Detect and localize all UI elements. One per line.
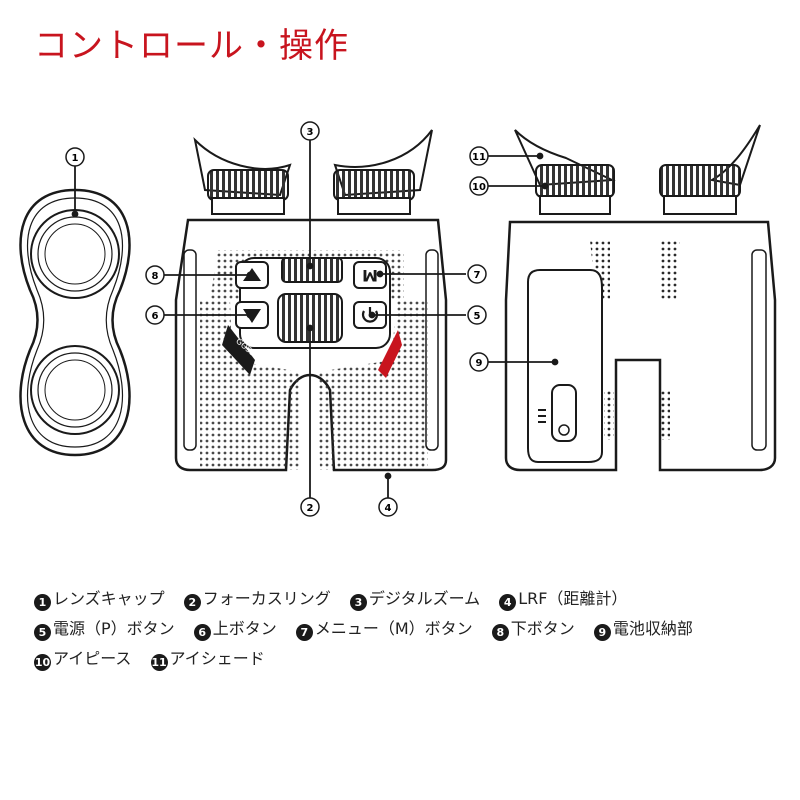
svg-text:8: 8 bbox=[152, 271, 159, 282]
svg-text:6: 6 bbox=[152, 311, 159, 322]
svg-text:9: 9 bbox=[476, 358, 483, 369]
svg-text:7: 7 bbox=[474, 270, 481, 281]
lens-cap-illustration bbox=[19, 188, 131, 457]
svg-text:10: 10 bbox=[472, 182, 486, 193]
legend-label: LRF（距離計） bbox=[518, 589, 628, 608]
callout-marker-11: 11 bbox=[469, 146, 489, 166]
callout-marker-1: 1 bbox=[65, 147, 85, 167]
legend-number: 10 bbox=[34, 654, 51, 671]
legend-number: 8 bbox=[491, 624, 509, 641]
svg-text:11: 11 bbox=[472, 152, 486, 163]
legend-number: 7 bbox=[295, 624, 313, 641]
legend-number: 11 bbox=[150, 654, 168, 671]
svg-text:5: 5 bbox=[474, 311, 481, 322]
legend-label: アイピース bbox=[53, 649, 132, 668]
legend-label: 電池収納部 bbox=[612, 619, 693, 638]
legend-label: アイシェード bbox=[169, 649, 265, 668]
legend-label: メニュー（M）ボタン bbox=[314, 619, 473, 638]
callout-marker-10: 10 bbox=[469, 176, 489, 196]
legend-label: 電源（P）ボタン bbox=[53, 619, 175, 638]
svg-text:3: 3 bbox=[307, 127, 314, 138]
legend-number: 6 bbox=[193, 624, 211, 641]
controls-diagram: M GOSS bbox=[19, 121, 777, 517]
callout-marker-6: 6 bbox=[145, 305, 165, 325]
svg-text:4: 4 bbox=[385, 503, 392, 514]
mode-button-label: M bbox=[362, 266, 378, 285]
svg-text:2: 2 bbox=[307, 503, 314, 514]
callout-marker-4: 4 bbox=[378, 497, 398, 517]
legend-number: 5 bbox=[34, 624, 51, 641]
legend-number: 2 bbox=[183, 594, 201, 611]
legend-label: フォーカスリング bbox=[202, 589, 331, 608]
callout-marker-3: 3 bbox=[300, 121, 320, 141]
callout-marker-9: 9 bbox=[469, 352, 489, 372]
callout-leaders bbox=[71, 140, 559, 498]
legend-number: 4 bbox=[499, 594, 517, 611]
binocular-front-view bbox=[174, 129, 448, 472]
callout-marker-7: 7 bbox=[467, 264, 487, 284]
page-title: コントロール・操作 bbox=[34, 26, 349, 66]
callout-marker-5: 5 bbox=[467, 305, 487, 325]
binocular-side-view bbox=[504, 124, 777, 472]
callout-marker-8: 8 bbox=[145, 265, 165, 285]
legend-label: レンズキャップ bbox=[53, 589, 165, 608]
legend-number: 1 bbox=[34, 594, 51, 611]
legend-label: 上ボタン bbox=[212, 619, 277, 638]
legend-label: デジタルズーム bbox=[368, 589, 481, 608]
legend-number: 9 bbox=[593, 624, 611, 641]
svg-text:1: 1 bbox=[72, 153, 79, 164]
callout-marker-2: 2 bbox=[300, 497, 320, 517]
legend-label: 下ボタン bbox=[510, 619, 575, 638]
legend-number: 3 bbox=[349, 594, 367, 611]
